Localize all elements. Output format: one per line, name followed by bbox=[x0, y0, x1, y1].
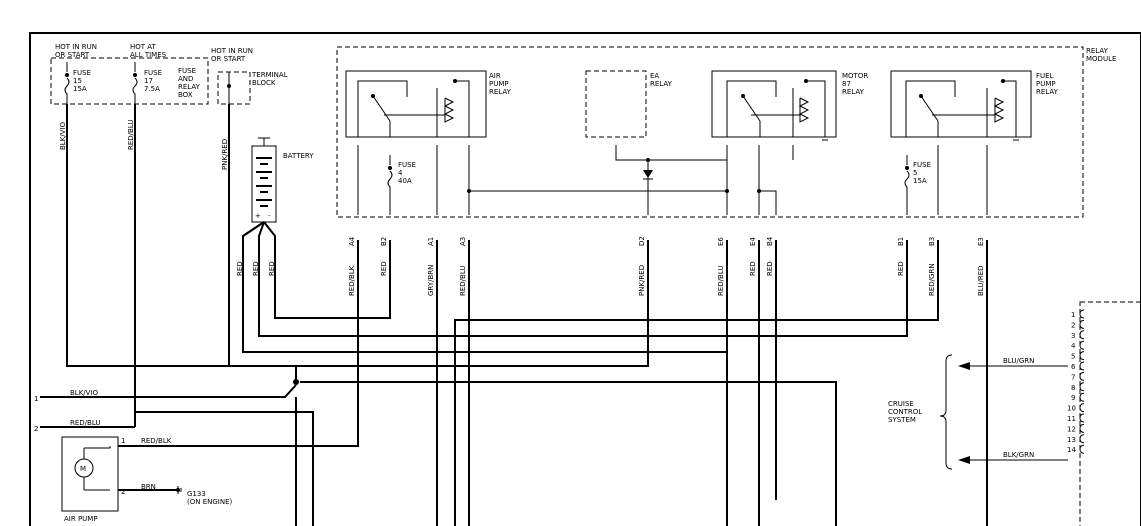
connector-cavity bbox=[1079, 413, 1085, 423]
pin-e6: E6 bbox=[717, 237, 725, 246]
pin-b3: B3 bbox=[928, 237, 936, 246]
connector-cavity bbox=[1079, 361, 1085, 371]
wire-label-red-blu-top: RED/BLU bbox=[127, 119, 135, 150]
wire-label-red-1: RED bbox=[236, 261, 244, 276]
air-pump-pin1: 1 bbox=[121, 437, 125, 445]
connector-cavity bbox=[1079, 382, 1085, 392]
connector-pin-6: 6 bbox=[1071, 363, 1076, 371]
connector-cavity bbox=[1079, 340, 1085, 350]
wire-label-red-blk-pump: RED/BLK bbox=[141, 437, 172, 445]
wire-label-red-blu-a3: RED/BLU bbox=[459, 265, 467, 296]
wire-label-pnk-red-d2: PNK/RED bbox=[638, 265, 646, 296]
diagram-frame bbox=[29, 32, 1141, 526]
air-pump-motor-symbol: M bbox=[80, 465, 86, 473]
battery-plus: + bbox=[255, 212, 261, 220]
harness bbox=[40, 104, 988, 526]
wire-label-blu-grn: BLU/GRN bbox=[1003, 357, 1034, 365]
wire-label-red-e4: RED bbox=[749, 261, 757, 276]
connector-pin-14: 14 bbox=[1067, 446, 1076, 454]
wire-label-red-b2: RED bbox=[380, 261, 388, 276]
left-pin-2: 2 bbox=[34, 425, 38, 433]
connector-pin-7: 7 bbox=[1071, 373, 1075, 381]
wire-label-red-b4: RED bbox=[766, 261, 774, 276]
pin-a3: A3 bbox=[459, 237, 467, 246]
pin-a4: A4 bbox=[348, 236, 356, 246]
wire-label-blk-vio-left: BLK/VIO bbox=[70, 389, 99, 397]
wire-label-red-3: RED bbox=[268, 261, 276, 276]
connector-cavity bbox=[1079, 351, 1085, 361]
battery: BATTERY + - bbox=[251, 137, 314, 223]
connector-cavity bbox=[1079, 330, 1085, 340]
connector-pin-2: 2 bbox=[1071, 321, 1075, 329]
wire-label-red-grn: RED/GRN bbox=[928, 263, 936, 296]
wire-label-red-b1: RED bbox=[897, 261, 905, 276]
wire-label-brn: BRN bbox=[141, 483, 156, 491]
wire-labels: BLK/VIO RED/BLU PNK/RED RED RED RED RED/… bbox=[59, 119, 985, 296]
air-pump: M 1 2 RED/BLK BRN AIR PUMP G133(ON ENGIN… bbox=[61, 436, 233, 523]
connector-cavity bbox=[1079, 444, 1085, 454]
pin-a1: A1 bbox=[427, 237, 435, 246]
wire-label-red-blk: RED/BLK bbox=[348, 265, 356, 296]
pin-e4: E4 bbox=[749, 237, 757, 246]
connector-pin-10: 10 bbox=[1067, 405, 1076, 413]
connector-cavity bbox=[1079, 434, 1085, 444]
connector-pin-9: 9 bbox=[1071, 394, 1075, 402]
connector-pin-5: 5 bbox=[1071, 353, 1075, 361]
wire-label-red-blu-e6: RED/BLU bbox=[717, 265, 725, 296]
connector-pin-13: 13 bbox=[1067, 436, 1076, 444]
wire-label-red-blu-left: RED/BLU bbox=[70, 419, 101, 427]
connector-pin-11: 11 bbox=[1067, 415, 1076, 423]
connector-cavity bbox=[1079, 423, 1085, 433]
wire-label-red-2: RED bbox=[252, 261, 260, 276]
wire-label-gry-brn: GRY/BRN bbox=[427, 265, 435, 296]
label-battery: BATTERY bbox=[283, 152, 314, 160]
battery-minus: - bbox=[268, 212, 271, 220]
wire-label-blk-grn: BLK/GRN bbox=[1003, 451, 1034, 459]
wire-label-blk-vio-top: BLK/VIO bbox=[59, 121, 67, 150]
connector-cavity bbox=[1079, 319, 1085, 329]
connector-pin-8: 8 bbox=[1071, 384, 1075, 392]
left-pin-1: 1 bbox=[34, 395, 38, 403]
pin-labels: A4 B2 A1 A3 D2 E6 E4 B4 B1 B3 E3 bbox=[348, 236, 985, 246]
label-air-pump: AIR PUMP bbox=[64, 515, 98, 523]
connector-pin-3: 3 bbox=[1071, 332, 1075, 340]
pin-b2: B2 bbox=[380, 237, 388, 246]
pin-d2: D2 bbox=[638, 236, 646, 246]
connector-cavity bbox=[1079, 403, 1085, 413]
air-pump-pin2: 2 bbox=[121, 488, 125, 496]
wire-label-pnk-red-top: PNK/RED bbox=[221, 139, 229, 170]
connector-cavity bbox=[1079, 371, 1085, 381]
connector-cavity bbox=[1079, 309, 1085, 319]
pin-e3: E3 bbox=[977, 237, 985, 246]
connector-pin-4: 4 bbox=[1071, 342, 1076, 350]
connector-pin-1: 1 bbox=[1071, 311, 1075, 319]
pin-b4: B4 bbox=[766, 236, 774, 246]
wire-label-blu-red: BLU/RED bbox=[977, 265, 985, 296]
label-ground-g133: G133(ON ENGINE) bbox=[187, 490, 233, 506]
connector-cavity bbox=[1079, 392, 1085, 402]
pin-b1: B1 bbox=[897, 237, 905, 246]
connector-pin-12: 12 bbox=[1067, 425, 1076, 433]
